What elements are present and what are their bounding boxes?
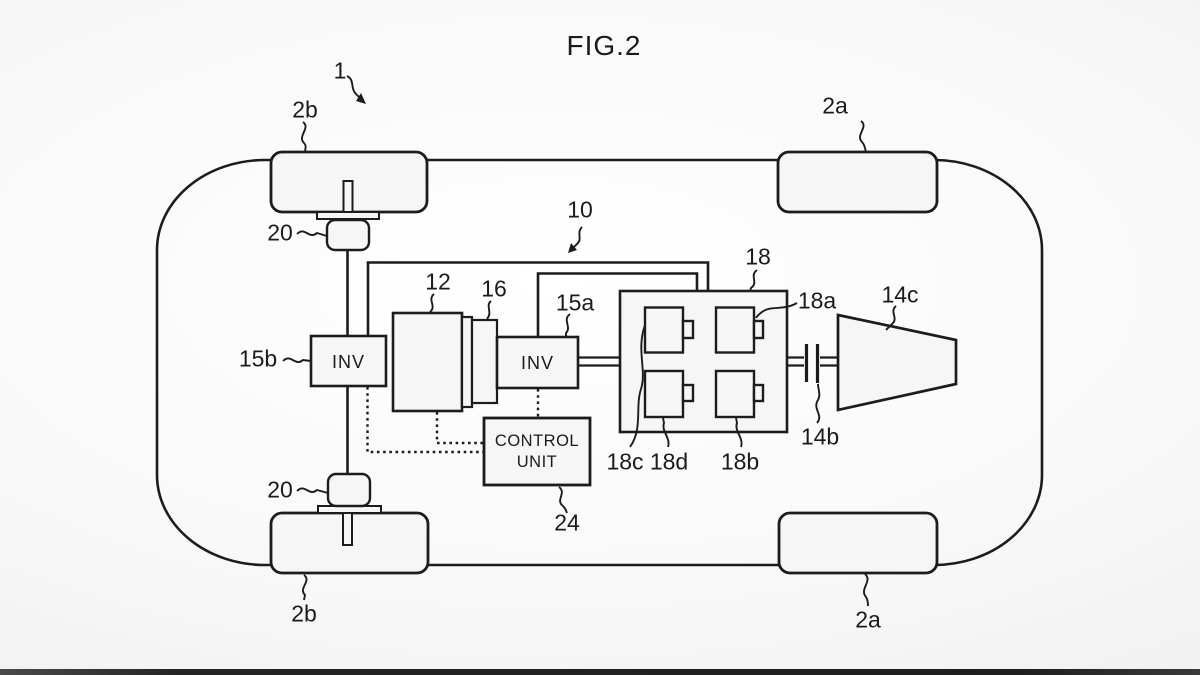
- wheel-stub-top: [342, 180, 354, 214]
- leader-18a: [755, 302, 798, 319]
- label-rear-wheel-bottom-2b: 2b: [291, 600, 317, 627]
- bus-line-inner: [536, 272, 699, 336]
- label-drive-system-10: 10: [567, 196, 593, 223]
- label-cell-18c: 18c: [606, 448, 644, 475]
- label-reducer-16: 16: [481, 275, 507, 302]
- leader-18d: [662, 417, 670, 448]
- leader-20-top: [296, 230, 328, 237]
- label-vehicle-1: 1: [333, 57, 347, 84]
- cell-18a-tab: [752, 319, 765, 340]
- leader-arrow-10: [573, 226, 583, 248]
- leader-18b: [735, 417, 743, 448]
- front-wheel-bottom: [777, 511, 939, 575]
- motor-box: [391, 311, 464, 413]
- cell-18b-box: [714, 369, 756, 419]
- label-cell-18a: 18a: [797, 287, 837, 314]
- label-front-wheel-bottom-2a: 2a: [855, 606, 881, 633]
- motor-step-box: [460, 315, 474, 409]
- label-motor-12: 12: [425, 268, 451, 295]
- leader-24: [558, 486, 568, 514]
- control-unit-text: CONTROL UNIT: [484, 418, 590, 485]
- arrowhead-1: [356, 93, 366, 104]
- leader-12: [429, 293, 435, 313]
- inverter-rear-text: INV: [331, 351, 366, 372]
- label-support-top-20: 20: [267, 219, 293, 246]
- leader-14c: [885, 305, 897, 331]
- wheel-support-bottom: [326, 472, 372, 508]
- inverter-front-box: [495, 335, 580, 390]
- label-cell-18b: 18b: [720, 448, 760, 475]
- car-body-outline: [155, 158, 1044, 567]
- cell-18c-tab: [681, 319, 695, 340]
- label-coupling-14b: 14b: [800, 423, 840, 450]
- leader-15b: [282, 357, 312, 363]
- control-unit-line2: UNIT: [516, 452, 558, 471]
- control-unit-line1: CONTROL: [494, 431, 580, 450]
- bus-line-outer: [366, 261, 710, 336]
- label-inverter-rear-15b: 15b: [238, 345, 278, 372]
- leader-2b-top: [301, 121, 307, 153]
- inverter-front-text: INV: [520, 353, 555, 373]
- engine-shape: [836, 313, 958, 412]
- leader-14b: [815, 383, 821, 424]
- label-rear-wheel-top-2b: 2b: [292, 96, 318, 123]
- leader-arrow-1: [346, 75, 361, 99]
- leader-2a-bottom: [863, 573, 869, 607]
- front-wheel-top: [776, 150, 939, 214]
- leader-18: [749, 269, 758, 292]
- label-control-unit-24: 24: [554, 509, 580, 536]
- control-wire-motor: [435, 412, 483, 445]
- cell-18c-box: [643, 306, 685, 354]
- label-support-bottom-20: 20: [267, 476, 293, 503]
- control-unit-box: [482, 416, 592, 487]
- leader-2a-top: [859, 120, 867, 153]
- label-unit-18: 18: [745, 243, 771, 270]
- arrowhead-10: [568, 243, 577, 253]
- reducer-box: [470, 318, 499, 405]
- leader-16: [486, 300, 492, 320]
- cell-18a-box: [714, 306, 756, 354]
- label-engine-14c: 14c: [881, 281, 919, 308]
- leader-18c: [629, 324, 646, 448]
- cell-18b-tab: [752, 383, 765, 403]
- wheel-bracket-top: [316, 211, 380, 220]
- label-inverter-front-15a: 15a: [555, 289, 595, 316]
- leader-20-bottom: [296, 487, 329, 494]
- leader-2b-bottom: [302, 574, 308, 601]
- cell-18d-box: [643, 369, 685, 419]
- label-front-wheel-top-2a: 2a: [822, 92, 848, 119]
- cell-18d-tab: [681, 383, 695, 403]
- image-bottom-edge-band: [0, 669, 1200, 675]
- leader-15a: [565, 313, 571, 337]
- label-cell-18d: 18d: [649, 448, 689, 475]
- figure-title: FIG.2: [566, 30, 642, 61]
- wheel-support-top: [325, 218, 371, 252]
- wheel-stub-bottom: [342, 511, 353, 546]
